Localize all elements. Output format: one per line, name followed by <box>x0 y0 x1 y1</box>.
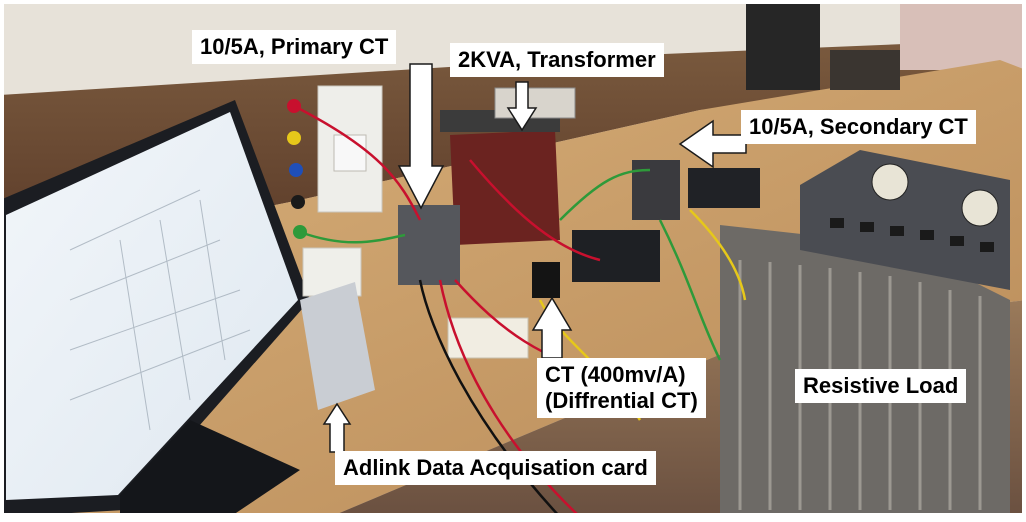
transformer-terminals <box>494 87 576 119</box>
label-transformer: 2KVA, Transformer <box>450 43 664 77</box>
monitor-plot <box>69 189 251 431</box>
black-socket <box>291 195 305 209</box>
monitor-screen <box>6 112 298 500</box>
label-secondary-ct: 10/5A, Secondary CT <box>741 110 976 144</box>
arrow-differential-ct <box>531 296 573 359</box>
arrow-transformer <box>506 81 538 132</box>
label-resistive-load: Resistive Load <box>795 369 967 403</box>
label-daq-card: Adlink Data Acquisation card <box>335 451 656 485</box>
background-monitor <box>746 0 820 90</box>
daq-card-device <box>300 282 375 410</box>
transformer-body <box>450 130 560 245</box>
label-ct-type: (Diffrential CT) <box>545 388 698 413</box>
arrow-secondary-ct <box>678 119 747 169</box>
label-ct-rating: CT (400mv/A) <box>545 362 686 387</box>
background-device <box>830 50 900 90</box>
wires <box>293 104 747 518</box>
load-meter-left <box>871 163 909 201</box>
arrow-daq-card <box>322 402 352 453</box>
label-differential-ct: CT (400mv/A) (Diffrential CT) <box>537 358 706 418</box>
load-control-panel <box>800 150 1010 290</box>
yellow-socket <box>287 131 301 145</box>
blue-socket <box>289 163 303 177</box>
differential-ct <box>532 262 560 298</box>
secondary-ct-device <box>632 160 680 220</box>
junction-board <box>447 317 529 359</box>
arrow-primary-ct <box>397 63 445 210</box>
lab-bench <box>0 60 1026 517</box>
primary-ct-device <box>398 205 460 285</box>
curtain <box>900 0 1026 70</box>
load-switches <box>830 218 994 252</box>
monitor-stand <box>120 420 300 517</box>
label-primary-ct: 10/5A, Primary CT <box>192 30 397 64</box>
load-meter-right <box>961 189 999 227</box>
meter-small <box>688 168 760 208</box>
breaker <box>333 134 367 172</box>
